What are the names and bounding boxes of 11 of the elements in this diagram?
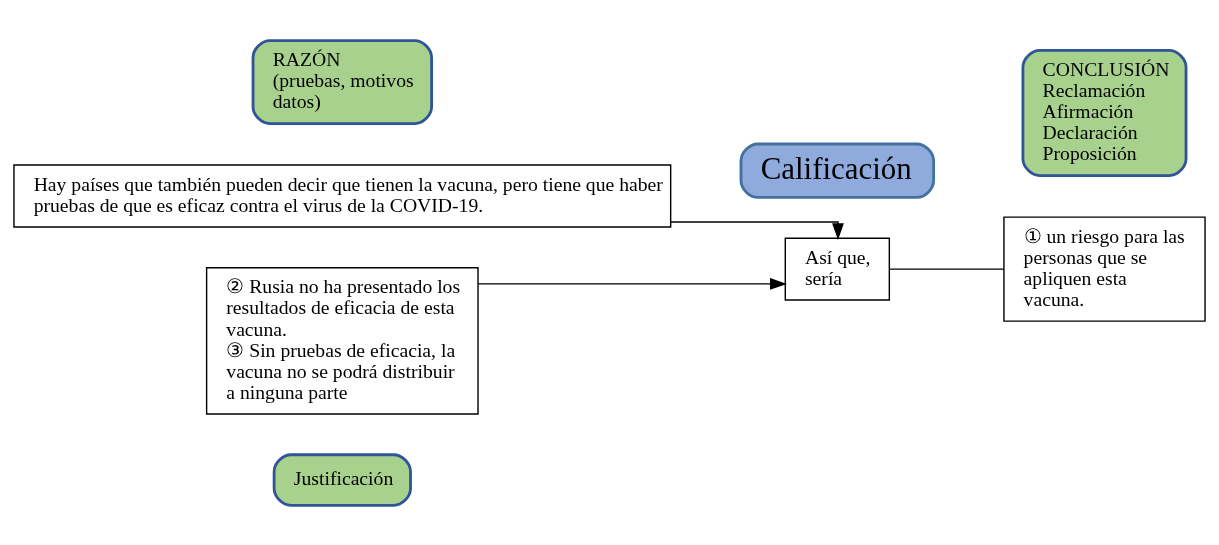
node-box: Calificación	[739, 142, 936, 199]
node-box: ① un riesgo para las personas que se apliquen esta vacuna.	[1003, 215, 1206, 322]
arrow	[670, 220, 844, 240]
node-box: Hay países que también pueden decir que tienen la vacuna, pero tiene que haber pruebas de que es eficaz contra el virus de la COVID-19.	[13, 163, 672, 228]
node-box: Así que, sería	[784, 237, 891, 301]
connector	[888, 267, 1005, 270]
node-box: Justificación	[272, 452, 412, 507]
node-box: ② Rusia no ha presentado los resultados de eficacia de esta vacuna. ③ Sin pruebas de eficacia, la vacuna no se podrá distribuir a ninguna parte	[205, 266, 479, 415]
arrow	[477, 277, 787, 290]
node-box: CONCLUSIÓN Reclamación Afirmación Declaración Proposición	[1021, 48, 1188, 177]
node-box: RAZÓN (pruebas, motivos datos)	[251, 38, 434, 125]
